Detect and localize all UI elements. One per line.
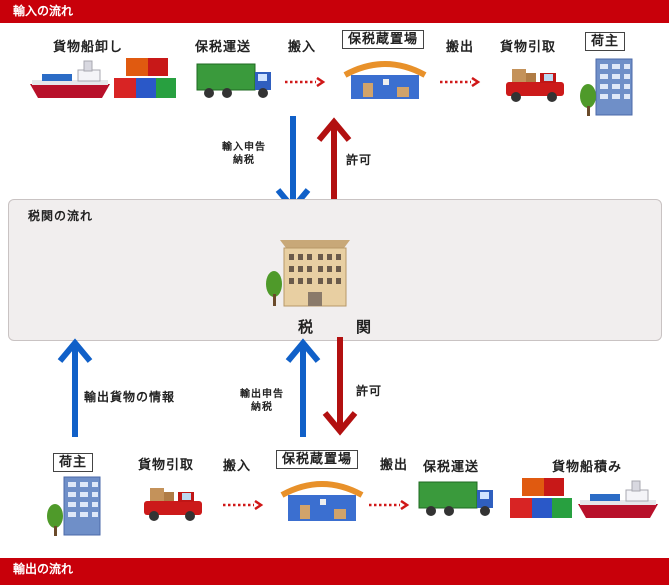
shipping-containers-icon (114, 58, 176, 98)
customs-panel-title: 税関の流れ (28, 209, 94, 223)
import-declaration-label: 輸入申告 納税 (222, 142, 266, 166)
pickup-truck-icon (506, 69, 564, 102)
export-permit-label: 許可 (356, 384, 383, 398)
import-step-shipper: 荷主 (585, 32, 626, 51)
import-step-bonded-warehouse: 保税蔵置場 (342, 30, 425, 49)
customs-building-icon (266, 240, 350, 307)
export-permit-arrow-icon (322, 337, 358, 436)
export-step-shipper: 荷主 (53, 453, 94, 472)
container-truck-icon (418, 481, 493, 516)
shipper-building-icon (580, 58, 633, 116)
import-permit-arrow-icon (316, 117, 352, 212)
bonded-warehouse-icon (343, 61, 427, 99)
import-flow-header: 輸入の流れ (0, 0, 669, 23)
container-truck-icon (196, 63, 271, 98)
import-step-bonded-transport: 保税運送 (195, 40, 252, 55)
cargo-ship-icon (578, 480, 658, 518)
import-step-cargo-pickup: 貨物引取 (500, 40, 557, 55)
customs-label: 税 関 (297, 318, 385, 336)
export-declaration-arrow-icon (285, 338, 321, 437)
cargo-ship-icon (30, 60, 110, 98)
export-step-bonded-transport: 保税運送 (423, 460, 480, 475)
export-step-cargo-pickup: 貨物引取 (138, 458, 195, 473)
export-step-bonded-warehouse: 保税蔵置場 (276, 450, 359, 469)
export-flow-header: 輸出の流れ (0, 558, 669, 585)
export-declaration-label: 輸出申告 納税 (240, 389, 284, 413)
pickup-truck-icon (144, 488, 202, 521)
shipping-containers-icon (510, 478, 572, 518)
dotted-arrow-icon (369, 500, 410, 510)
import-step-carry-out: 搬出 (446, 40, 475, 55)
export-info-label: 輸出貨物の情報 (84, 390, 176, 404)
import-step-unload-ship: 貨物船卸し (53, 40, 124, 55)
import-step-carry-in: 搬入 (288, 40, 317, 55)
shipper-building-icon (47, 476, 101, 536)
dotted-arrow-icon (440, 77, 481, 87)
export-info-arrow-icon (57, 338, 93, 437)
export-step-load-ship: 貨物船積み (552, 460, 623, 475)
dotted-arrow-icon (285, 77, 326, 87)
export-step-carry-in: 搬入 (223, 459, 252, 474)
bonded-warehouse-icon (280, 481, 364, 521)
import-permit-label: 許可 (346, 153, 373, 167)
export-step-carry-out: 搬出 (380, 458, 409, 473)
dotted-arrow-icon (223, 500, 264, 510)
